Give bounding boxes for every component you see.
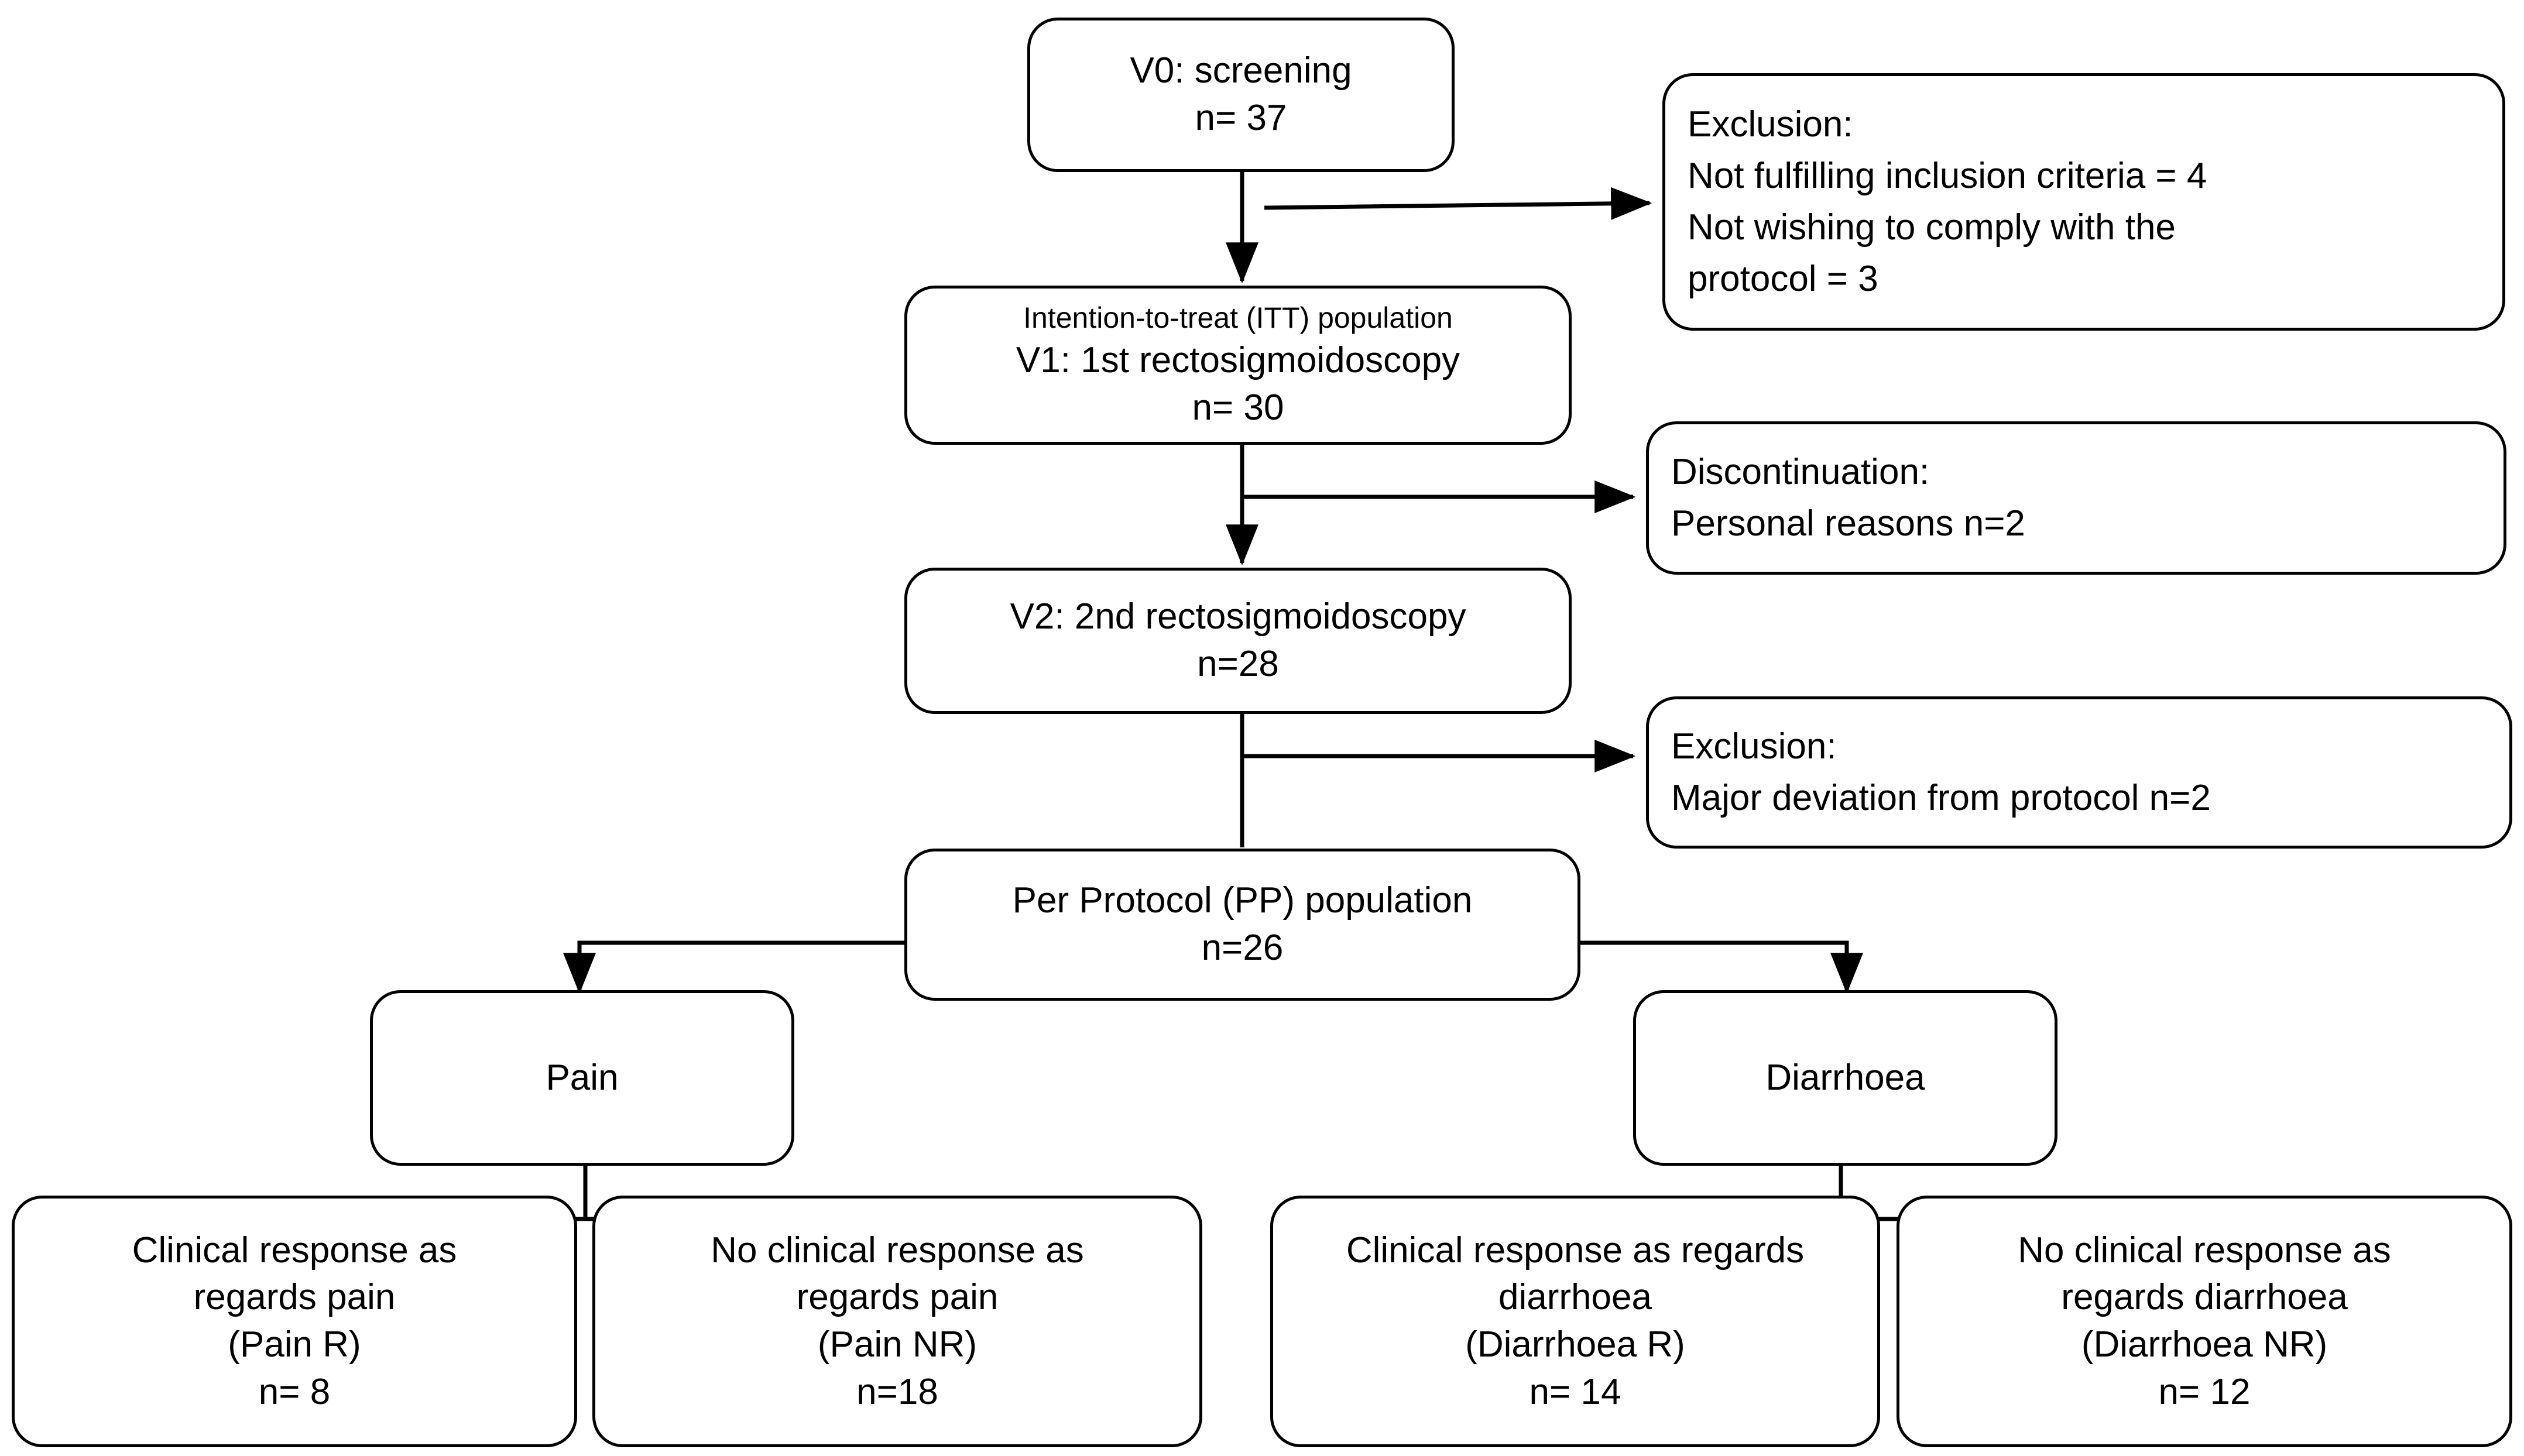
- node-pp-population[interactable]: Per Protocol (PP) population n=26: [904, 849, 1580, 1001]
- node-line: n=26: [1201, 928, 1284, 968]
- node-line: Clinical response as regards: [1346, 1230, 1805, 1270]
- node-line: V1: 1st rectosigmoidoscopy: [1016, 339, 1460, 380]
- node-diarrhoea-non-responder[interactable]: No clinical response as regards diarrhoe…: [1897, 1196, 2512, 1447]
- node-line: (Pain NR): [817, 1324, 978, 1365]
- node-line: Discontinuation:: [1671, 451, 1930, 492]
- node-line: Not wishing to comply with the: [1688, 207, 2176, 248]
- node-line: protocol = 3: [1688, 259, 1878, 300]
- node-line: diarrhoea: [1498, 1277, 1652, 1318]
- node-v2-rectosigmoidoscopy[interactable]: V2: 2nd rectosigmoidoscopy n=28: [904, 568, 1572, 714]
- node-line: n= 30: [1192, 387, 1284, 428]
- node-line: No clinical response as: [2018, 1230, 2391, 1270]
- node-line: regards diarrhoea: [2061, 1277, 2348, 1318]
- node-itt-population[interactable]: Intention-to-treat (ITT) population V1: …: [904, 286, 1572, 445]
- node-line: (Pain R): [228, 1324, 361, 1365]
- node-v0-screening[interactable]: V0: screening n= 37: [1027, 18, 1455, 172]
- node-line: Per Protocol (PP) population: [1012, 880, 1473, 921]
- node-line: V0: screening: [1130, 50, 1352, 91]
- node-line: Exclusion:: [1688, 104, 1853, 145]
- node-line: (Diarrhoea R): [1465, 1324, 1685, 1365]
- node-line: V2: 2nd rectosigmoidoscopy: [1010, 596, 1466, 637]
- node-exclusion-screening[interactable]: Exclusion: Not fulfilling inclusion crit…: [1662, 73, 2505, 331]
- node-line: Personal reasons n=2: [1671, 503, 2025, 544]
- node-line: regards pain: [796, 1277, 999, 1318]
- node-discontinuation[interactable]: Discontinuation: Personal reasons n=2: [1646, 421, 2506, 575]
- connector-screening-to-exclusion1: [1264, 187, 1652, 220]
- connector-pp-to-pain: [563, 940, 904, 994]
- node-exclusion-protocol[interactable]: Exclusion: Major deviation from protocol…: [1646, 696, 2512, 849]
- node-line: Diarrhoea: [1765, 1057, 1925, 1098]
- node-pain-non-responder[interactable]: No clinical response as regards pain (Pa…: [592, 1196, 1202, 1447]
- node-line: n= 14: [1529, 1371, 1621, 1412]
- node-line: Clinical response as: [132, 1230, 457, 1270]
- node-line: n=18: [856, 1371, 938, 1412]
- node-line: Not fulfilling inclusion criteria = 4: [1688, 155, 2207, 196]
- node-line: n= 37: [1195, 98, 1287, 138]
- node-pain-responder[interactable]: Clinical response as regards pain (Pain …: [12, 1196, 577, 1447]
- connector-pp-to-diarrhoea: [1580, 940, 1863, 994]
- node-line: (Diarrhoea NR): [2081, 1324, 2328, 1365]
- node-line: n=28: [1197, 644, 1279, 684]
- node-line: Pain: [546, 1057, 619, 1098]
- node-line: Intention-to-treat (ITT) population: [1023, 301, 1453, 334]
- node-line: regards pain: [193, 1277, 396, 1318]
- node-line: n= 12: [2158, 1371, 2251, 1412]
- node-line: Exclusion:: [1671, 726, 1837, 767]
- node-line: No clinical response as: [711, 1230, 1084, 1270]
- node-pain-group[interactable]: Pain: [370, 990, 794, 1166]
- node-line: Major deviation from protocol n=2: [1671, 778, 2211, 818]
- node-line: n= 8: [258, 1371, 331, 1412]
- node-diarrhoea-group[interactable]: Diarrhoea: [1633, 990, 2057, 1166]
- node-diarrhoea-responder[interactable]: Clinical response as regards diarrhoea (…: [1270, 1196, 1880, 1447]
